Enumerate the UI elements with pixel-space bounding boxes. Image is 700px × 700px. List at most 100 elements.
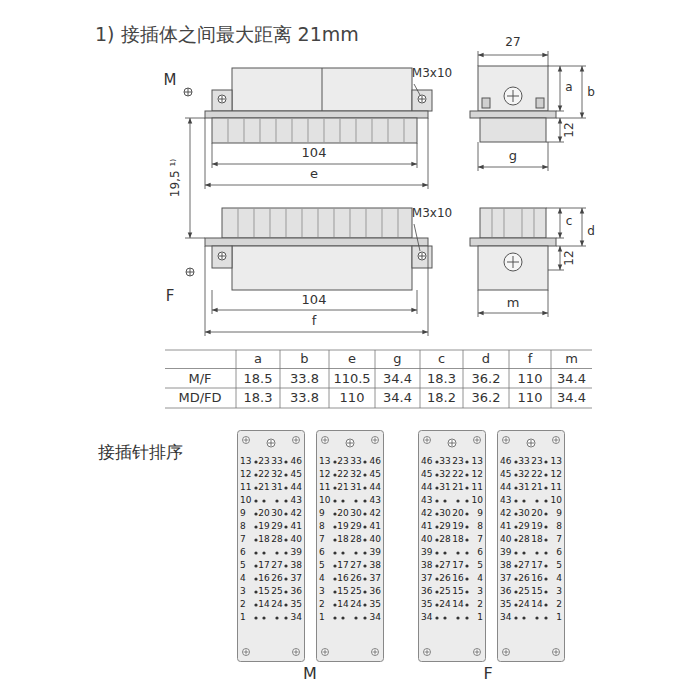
screw-symbol [424,649,431,656]
screw-symbol [477,438,478,443]
pin-dot [284,616,287,619]
pin-number: 38 [291,560,302,571]
pin-number: 27 [271,560,282,571]
pin-number: 25 [439,586,450,597]
table-row-label: M/F [188,371,211,385]
pin-number: 17 [337,560,348,571]
screw-symbol [556,650,557,655]
pin-number: 36 [500,586,511,597]
table-cell: 33.8 [290,391,319,405]
pin-dot [443,616,446,619]
drawing-rect [222,208,412,238]
pin-number: 2 [477,599,483,610]
pin-dot [363,603,366,606]
drawing-rect [212,246,232,268]
table-header: g [393,352,401,366]
dimension-value: 12 [563,122,576,137]
screw-symbol [424,437,431,444]
drawing-line [513,90,514,102]
pin-number: 20 [337,508,348,519]
pin-number: 41 [421,521,432,532]
pin-dot [544,499,547,502]
pin-dot [262,551,265,554]
drawing-circle [186,268,194,276]
drawing-line [212,164,417,165]
screw-size: M3x10 [412,207,452,220]
pin-number: 5 [556,560,562,571]
pin-dot [284,525,287,528]
pin-dot [254,460,257,463]
pin-dot [284,473,287,476]
pin-dot [363,525,366,528]
dimension-value: 104 [302,293,327,307]
pin-dot [284,486,287,489]
pin-number: 17 [452,560,463,571]
pin-number: 41 [291,521,302,532]
screw-symbol [293,649,300,656]
pin-dot [262,499,265,502]
pin-dot [363,616,366,619]
drawing-rect [470,238,556,246]
screw-symbol [246,438,247,443]
pin-number: 8 [319,521,325,532]
pin-dot [544,616,547,619]
drawing-rect [480,118,546,142]
pin-dot [333,590,336,593]
pin-dot [435,551,438,554]
pin-number: 19 [531,521,542,532]
pin-dot [341,551,344,554]
pin-number: 37 [500,573,511,584]
drawing-circle [218,252,226,260]
insert-face: 4633231345322212443121114310423020941291… [497,430,565,662]
pin-number: 43 [421,495,432,506]
pin-dot [514,512,517,515]
table-header: m [565,352,578,366]
view-letter: M [164,72,177,89]
ground-symbol [448,439,456,447]
screw-symbol [556,438,557,443]
pin-number: 6 [240,547,246,558]
screw-symbol [325,438,326,443]
pin-dot [544,460,547,463]
table-cell: 110.5 [333,371,370,385]
drawing-line [560,118,561,142]
pin-dot [544,577,547,580]
pin-number: 32 [439,469,450,480]
screw-symbol [243,649,250,656]
drawing-path [238,208,398,238]
drawing-rect [412,246,432,268]
pin-number: 18 [531,534,542,545]
pin-dot [341,616,344,619]
pin-number: 1 [556,612,562,623]
pin-dot [333,486,336,489]
dimension-letter: c [566,215,573,228]
screw-symbol [427,438,428,443]
drawing-rect [232,68,412,111]
pin-dot [443,551,446,554]
screw-symbol [503,649,510,656]
pin-number: 24 [439,599,450,610]
pin-number: 6 [477,547,483,558]
pin-number: 6 [319,547,325,558]
drawing-rect [212,118,417,143]
pin-number: 43 [291,495,302,506]
dimension-letter: m [507,296,520,310]
dimension-value: 19,5 ¹⁾ [169,159,182,197]
pin-number: 3 [556,586,562,597]
pin-number: 16 [258,573,269,584]
pin-dot [254,577,257,580]
drawing-path [205,118,428,189]
pin-number: 10 [472,495,483,506]
drawing-line [222,96,223,102]
pin-dot [275,551,278,554]
pin-dot [435,577,438,580]
pin-number: 35 [291,599,302,610]
drawing-rect [470,111,556,118]
pin-dot [333,603,336,606]
pin-number: 45 [291,469,302,480]
pin-dot [275,499,278,502]
dimension-letter: a [565,81,572,94]
drawing-circle [418,252,426,260]
pin-number: 31 [271,482,282,493]
screw-symbol [246,650,247,655]
